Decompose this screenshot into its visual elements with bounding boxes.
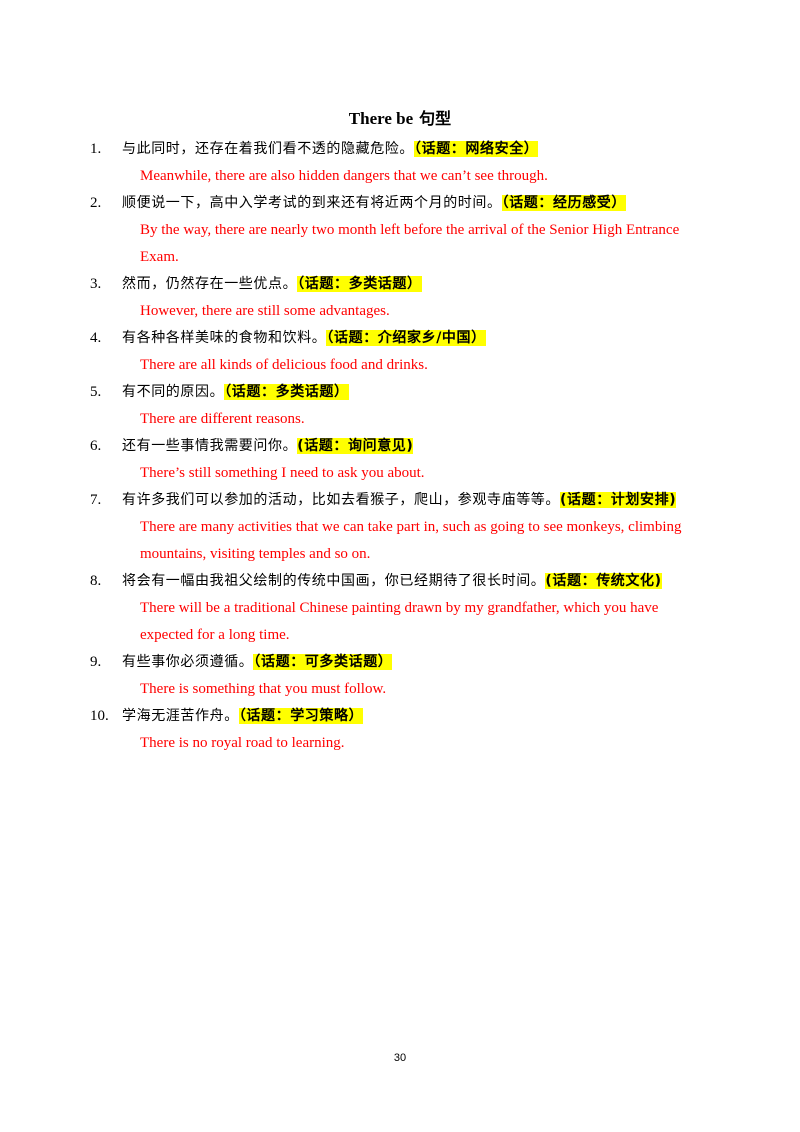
list-item: 5. 有不同的原因。（话题：多类话题） There are different … [90,379,690,433]
list-item: 2. 顺便说一下，高中入学考试的到来还有将近两个月的时间。（话题：经历感受） B… [90,190,690,271]
item-number: 5. [90,384,102,400]
english-translation: There is something that you must follow. [140,681,387,697]
english-translation: There are many activities that we can ta… [140,519,682,562]
english-translation: However, there are still some advantages… [140,303,390,319]
list-item: 10. 学海无涯苦作舟。（话题：学习策略） There is no royal … [90,703,690,757]
item-number: 4. [90,330,102,346]
chinese-text: 有些事你必须遵循。 [122,654,254,670]
topic-tag: （话题：多类话题） [297,276,422,292]
item-number: 1. [90,141,102,157]
item-number: 9. [90,654,102,670]
topic-tag: （话题：经历感受） [501,195,627,211]
english-translation: There will be a traditional Chinese pain… [140,600,659,643]
topic-tag: (话题：询问意见) [297,438,414,454]
sentence-list: 1. 与此同时，还存在着我们看不透的隐藏危险。（话题：网络安全） Meanwhi… [90,136,690,757]
page-title: There be 句型 [0,108,800,130]
chinese-text: 然而，仍然存在一些优点。 [122,276,298,292]
english-translation: There are all kinds of delicious food an… [140,357,428,373]
chinese-text: 还有一些事情我需要问你。 [122,438,298,454]
chinese-text: 与此同时，还存在着我们看不透的隐藏危险。 [122,141,414,157]
english-translation: There is no royal road to learning. [140,735,345,751]
english-translation: There are different reasons. [140,411,305,427]
title-chinese: 句型 [419,109,452,128]
item-number: 2. [90,195,102,211]
english-translation: Meanwhile, there are also hidden dangers… [140,168,548,184]
chinese-text: 将会有一幅由我祖父绘制的传统中国画，你已经期待了很长时间。 [122,573,546,589]
topic-tag: （话题：学习策略） [238,708,364,724]
chinese-text: 有各种各样美味的食物和饮料。 [122,330,327,346]
list-item: 4. 有各种各样美味的食物和饮料。（话题：介绍家乡/中国） There are … [90,325,690,379]
item-number: 3. [90,276,102,292]
topic-tag: （话题：可多类话题） [253,654,393,670]
topic-tag: （话题：网络安全） [414,141,539,157]
item-number: 6. [90,438,102,454]
chinese-sentence: 学海无涯苦作舟。（话题：学习策略） [122,703,690,730]
english-translation: There’s still something I need to ask yo… [140,465,425,481]
chinese-text: 有许多我们可以参加的活动，比如去看猴子，爬山，参观寺庙等等。 [122,492,560,508]
chinese-sentence: 与此同时，还存在着我们看不透的隐藏危险。（话题：网络安全） [122,136,690,163]
chinese-sentence: 有些事你必须遵循。（话题：可多类话题） [122,649,690,676]
list-item: 1. 与此同时，还存在着我们看不透的隐藏危险。（话题：网络安全） Meanwhi… [90,136,690,190]
chinese-text: 学海无涯苦作舟。 [122,708,239,724]
item-number: 10. [90,708,109,724]
chinese-sentence: 将会有一幅由我祖父绘制的传统中国画，你已经期待了很长时间。(话题：传统文化) [122,568,690,595]
chinese-sentence: 有许多我们可以参加的活动，比如去看猴子，爬山，参观寺庙等等。(话题：计划安排) [122,487,690,514]
chinese-sentence: 有不同的原因。（话题：多类话题） [122,379,690,406]
list-item: 8. 将会有一幅由我祖父绘制的传统中国画，你已经期待了很长时间。(话题：传统文化… [90,568,690,649]
chinese-text: 有不同的原因。 [122,384,225,400]
item-number: 7. [90,492,102,508]
topic-tag: (话题：计划安排) [560,492,677,508]
page-number: 30 [393,1052,407,1064]
english-translation: By the way, there are nearly two month l… [140,222,680,265]
list-item: 3. 然而，仍然存在一些优点。（话题：多类话题） However, there … [90,271,690,325]
chinese-sentence: 还有一些事情我需要问你。(话题：询问意见) [122,433,690,460]
chinese-sentence: 有各种各样美味的食物和饮料。（话题：介绍家乡/中国） [122,325,690,352]
item-number: 8. [90,573,102,589]
topic-tag: （话题：多类话题） [224,384,349,400]
list-item: 7. 有许多我们可以参加的活动，比如去看猴子，爬山，参观寺庙等等。(话题：计划安… [90,487,690,568]
topic-tag: (话题：传统文化) [545,573,662,589]
list-item: 6. 还有一些事情我需要问你。(话题：询问意见) There’s still s… [90,433,690,487]
chinese-sentence: 顺便说一下，高中入学考试的到来还有将近两个月的时间。（话题：经历感受） [122,190,690,217]
title-english: There be [348,109,414,128]
topic-tag: （话题：介绍家乡/中国） [326,330,486,346]
chinese-text: 顺便说一下，高中入学考试的到来还有将近两个月的时间。 [122,195,502,211]
list-item: 9. 有些事你必须遵循。（话题：可多类话题） There is somethin… [90,649,690,703]
chinese-sentence: 然而，仍然存在一些优点。（话题：多类话题） [122,271,690,298]
